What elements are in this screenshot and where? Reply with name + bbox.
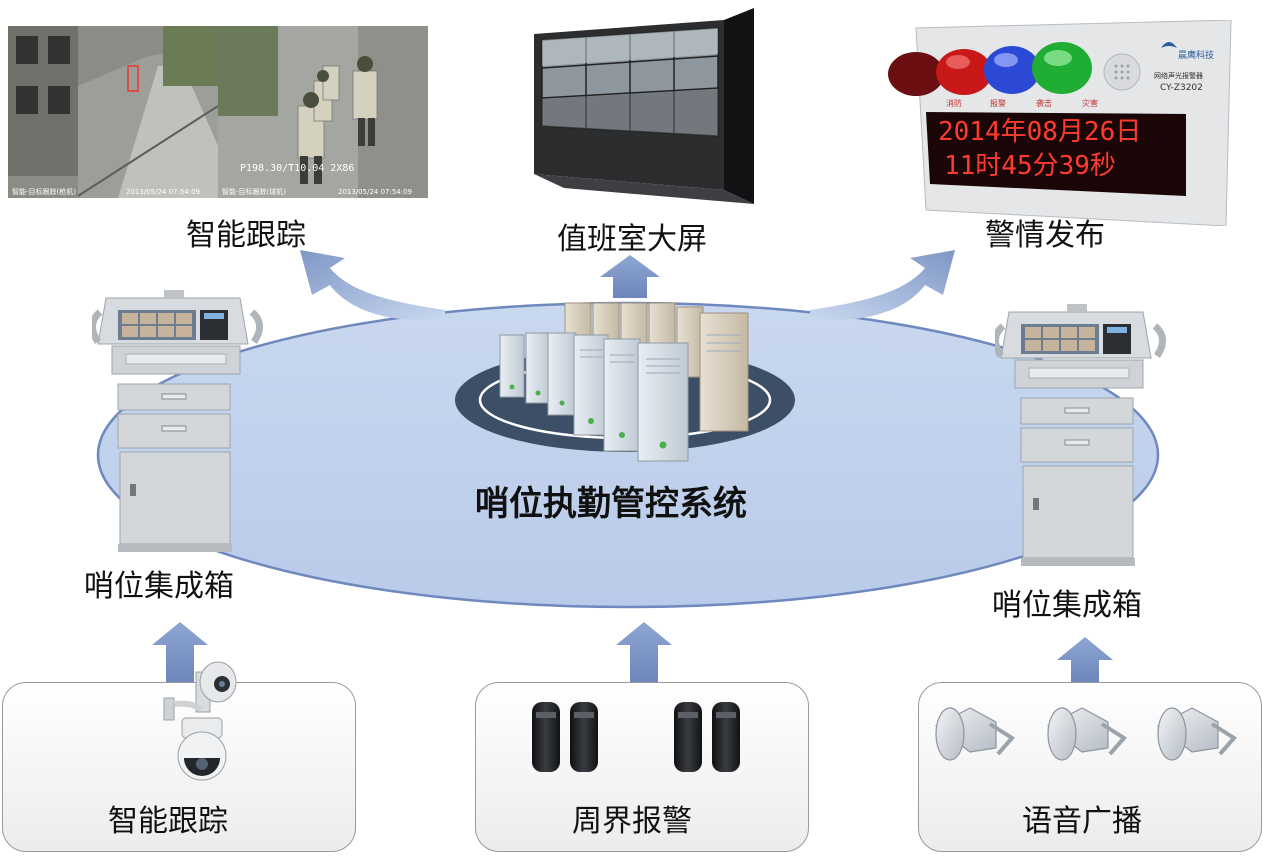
system-title: 哨位执勤管控系统	[475, 484, 747, 524]
label-left-box: 哨位集成箱	[84, 569, 234, 604]
horn-speakers-icon	[934, 707, 1238, 761]
label-bottom-broadcast: 语音广播	[1022, 804, 1142, 839]
ptz-camera-icon	[163, 661, 237, 781]
video-wall-icon	[534, 8, 754, 204]
sentry-box-left-icon	[92, 290, 263, 552]
perimeter-beam-icon	[532, 702, 740, 772]
label-top-alert: 警情发布	[985, 218, 1105, 253]
arrow-up-center-top	[600, 255, 660, 298]
label-top-tracking: 智能跟踪	[186, 218, 306, 253]
alarm-light-label-3: 袭击	[1036, 98, 1052, 108]
camera-date-right: 2013/05/24 07:54:09	[338, 188, 412, 196]
alarm-led-line2: 11时45分39秒	[944, 151, 1116, 181]
arrow-up-left-bottom	[152, 622, 208, 682]
alarm-model: CY-Z3202	[1160, 83, 1203, 93]
label-bottom-tracking: 智能跟踪	[108, 804, 228, 839]
label-bottom-perimeter: 周界报警	[572, 804, 692, 839]
label-top-screen: 值班室大屏	[557, 222, 707, 257]
alarm-company: 晨鹰科技	[1178, 49, 1214, 61]
alarm-light-label-2: 报警	[990, 98, 1006, 108]
alarm-light-label-1: 消防	[946, 98, 962, 108]
alarm-light-label-4: 灾害	[1082, 98, 1098, 108]
camera-osd: P198.30/T10.04 2X86	[240, 163, 354, 174]
camera-date-left: 2013/05/24 07:54:09	[126, 188, 200, 196]
bottom-box-tracking	[2, 682, 356, 852]
arrow-up-right-bottom	[1057, 637, 1113, 682]
camera-stamp-right: 智能-目标跟踪(球机)	[222, 187, 286, 196]
curved-arrow-right	[810, 250, 955, 320]
sentry-box-right-icon	[995, 304, 1166, 566]
camera-stamp-left: 智能-目标跟踪(枪机)	[12, 187, 76, 196]
alarm-product: 网络声光报警器	[1154, 71, 1203, 80]
label-right-box: 哨位集成箱	[992, 588, 1142, 623]
tracking-camera-photo: 智能-目标跟踪(枪机) 2013/05/24 07:54:09 P198.30/…	[8, 26, 428, 198]
alarm-led-line1: 2014年08月26日	[938, 117, 1141, 147]
arrow-up-center-bottom	[616, 622, 672, 682]
curved-arrow-left	[300, 250, 445, 320]
bottom-box-perimeter	[475, 682, 809, 852]
alarm-device-icon: 消防 报警 袭击 灾害 晨鹰科技 网络声光报警器 CY-Z3202 2014年0…	[888, 20, 1232, 226]
server-cluster-icon	[499, 302, 749, 462]
